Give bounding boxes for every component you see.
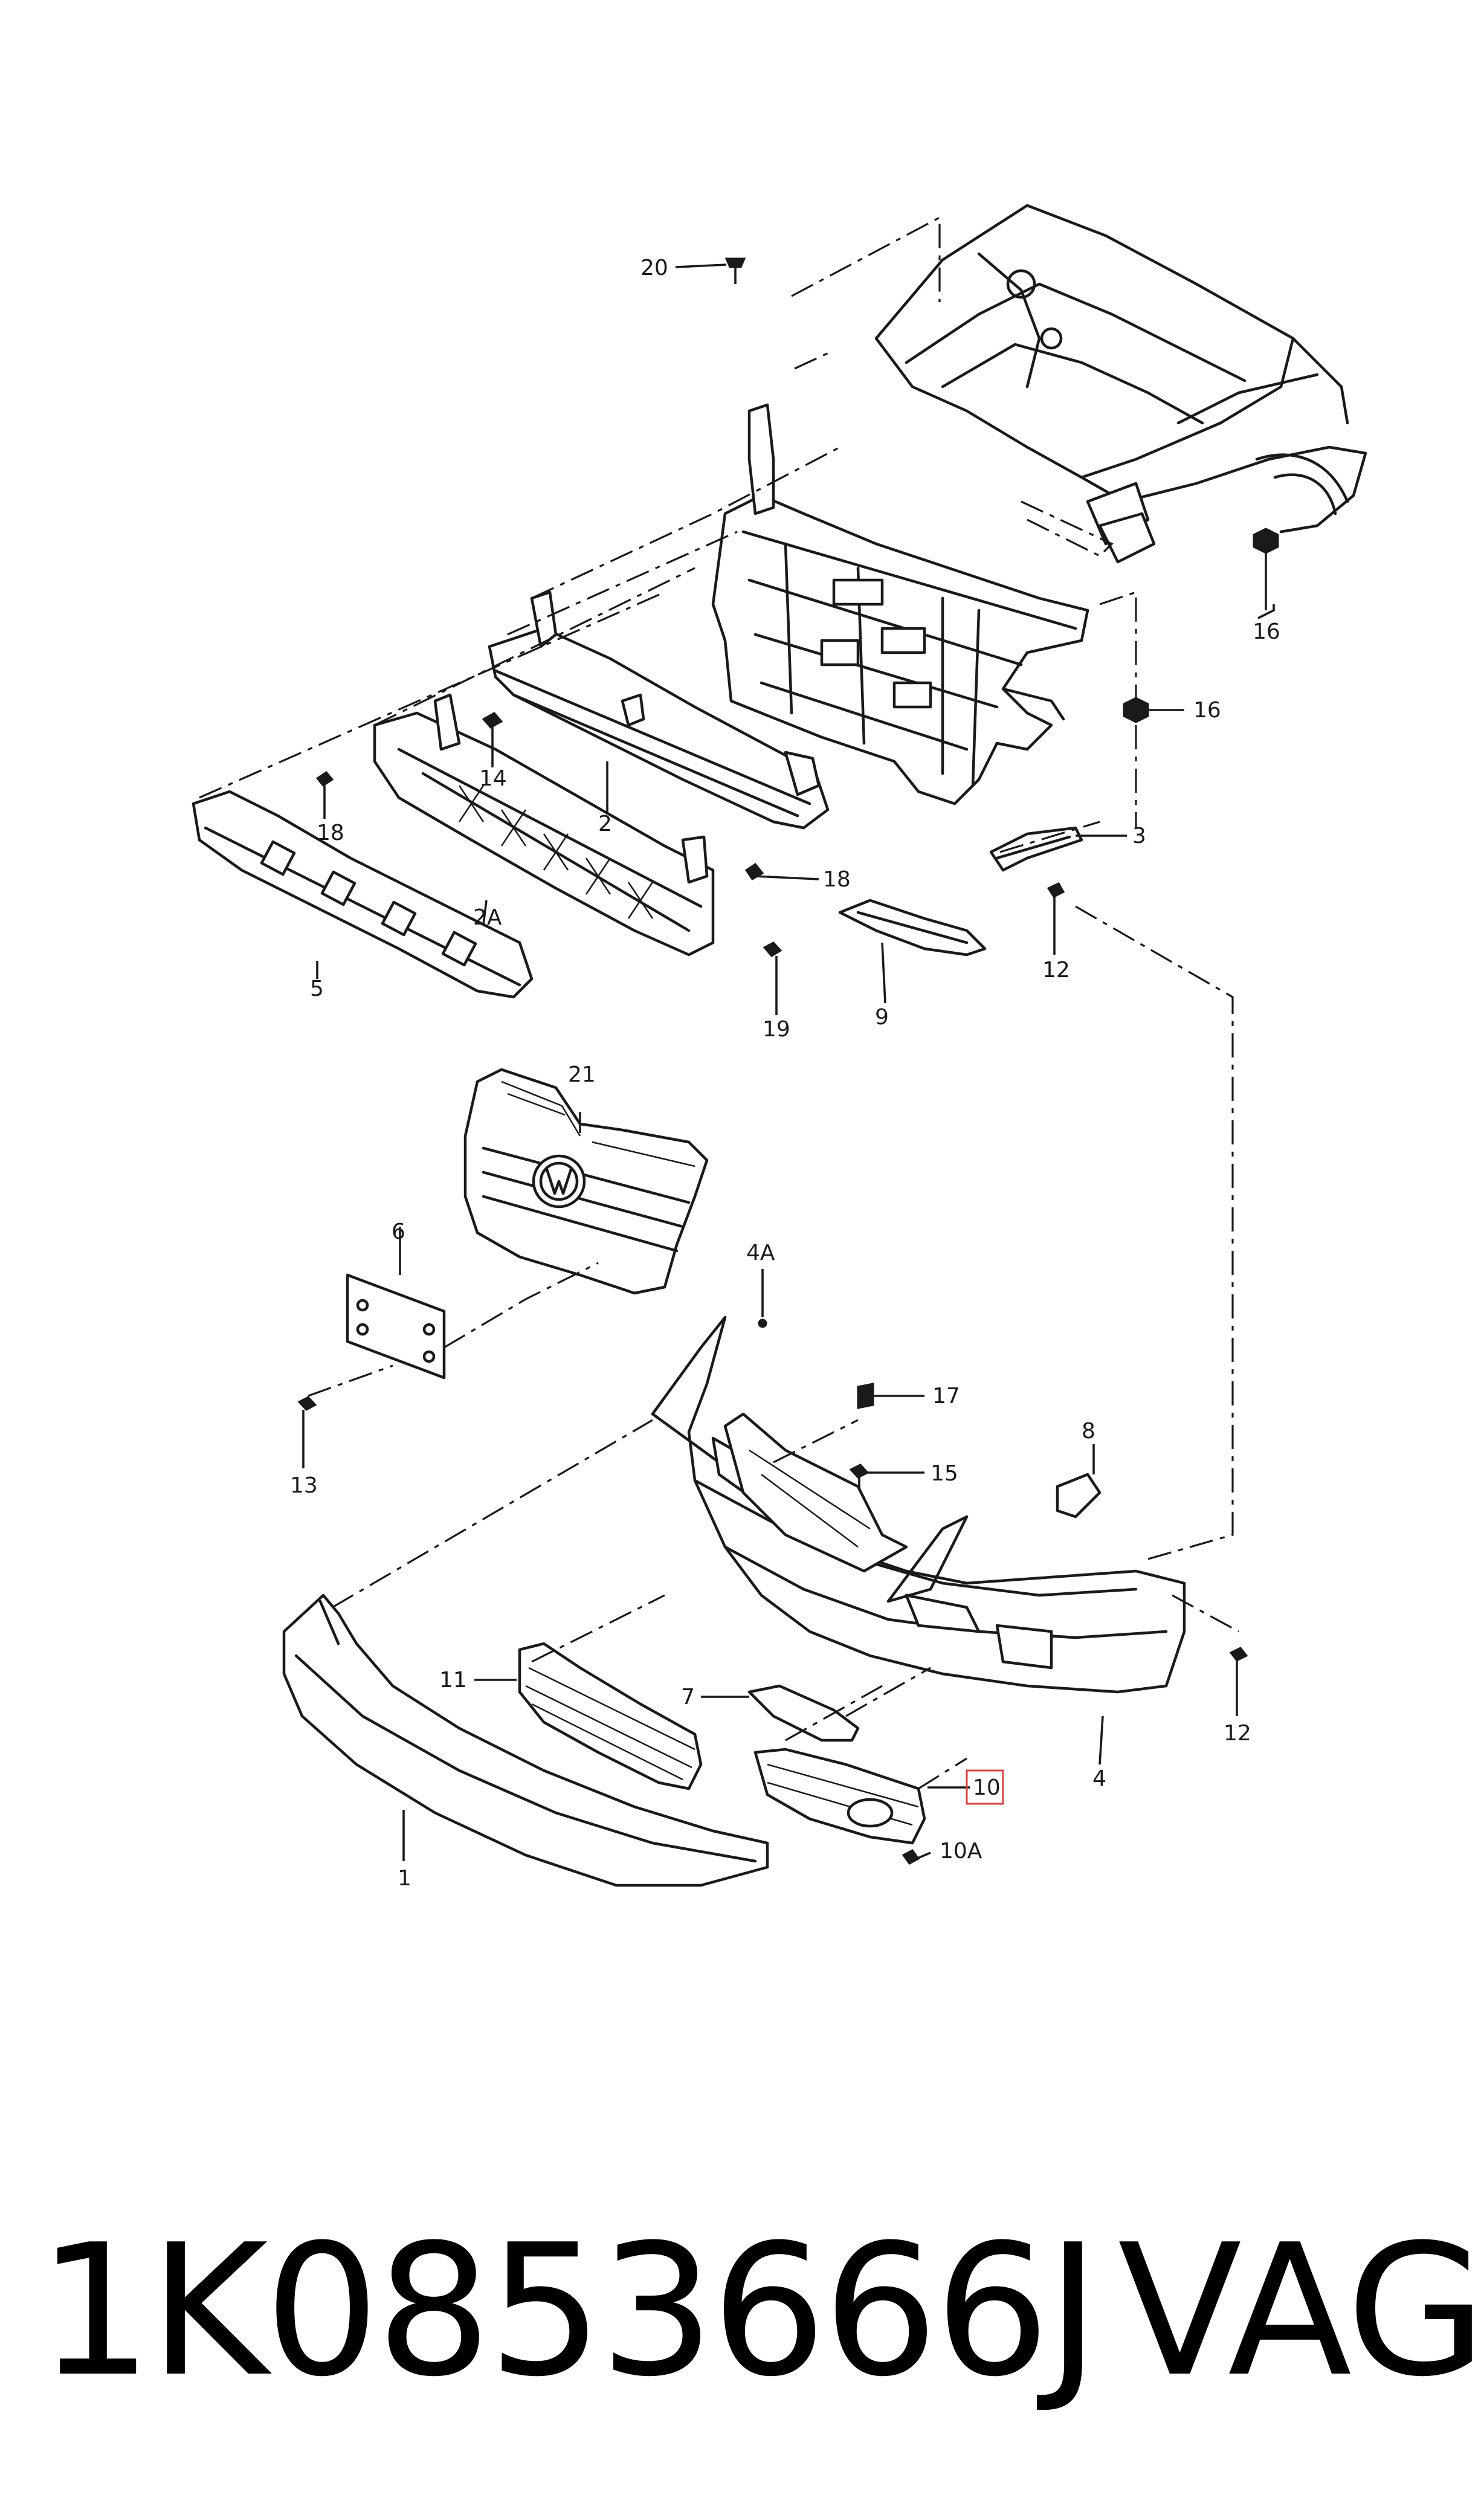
label-16-upper: 16 (1253, 619, 1280, 644)
label-5: 5 (310, 977, 324, 1001)
part-10-fog-grille (753, 1748, 926, 1845)
part-1-front-spoiler (282, 1593, 769, 1887)
label-12-upper: 12 (1042, 958, 1070, 983)
part-6-license-plate-bracket (346, 1273, 446, 1380)
label-14: 14 (479, 766, 507, 791)
label-1: 1 (398, 1866, 411, 1891)
label-10: 10 (973, 1775, 1001, 1800)
part-number-caption: 1K0853666J (37, 2206, 1100, 2416)
part-7-trim-strip (747, 1684, 860, 1742)
label-16-lower: 16 (1193, 698, 1221, 723)
label-4a: 4A (746, 1241, 775, 1265)
label-6: 6 (392, 1219, 405, 1244)
label-19: 19 (763, 1017, 790, 1042)
label-13: 13 (290, 1473, 318, 1498)
label-2: 2 (598, 812, 612, 836)
part-2-bumper-bar (488, 590, 830, 830)
label-21: 21 (568, 1062, 596, 1087)
label-2a: 2A (473, 905, 502, 930)
label-8: 8 (1082, 1419, 1095, 1444)
label-3: 3 (1132, 824, 1146, 848)
callout-labels: 20 16 16 3 2 14 18 18 2A 5 12 19 9 21 6 … (290, 256, 1280, 1891)
label-15: 15 (931, 1461, 958, 1486)
label-17: 17 (932, 1384, 960, 1409)
brand-caption: VAG (1118, 2206, 1484, 2416)
part-5-foam-absorber (192, 790, 534, 999)
label-11: 11 (439, 1668, 467, 1693)
highlight-box-10 (966, 1769, 1004, 1805)
label-18-left: 18 (317, 821, 344, 845)
fasteners (297, 257, 1279, 1865)
bumper-inner-carrier (723, 1412, 908, 1573)
part-8-tow-cap (1056, 1473, 1102, 1519)
label-20: 20 (640, 256, 668, 280)
label-12-lower: 12 (1224, 1721, 1251, 1746)
part-11-center-grille (518, 1642, 703, 1790)
label-10a: 10A (940, 1839, 982, 1864)
part-9-guide (838, 899, 987, 957)
body-frame-structure (874, 204, 1367, 564)
front-end-carrier (711, 403, 1089, 805)
part-4-bumper-cover (651, 1315, 1186, 1694)
part-3-bracket (989, 826, 1083, 872)
label-7: 7 (681, 1685, 695, 1709)
label-4: 4 (1092, 1766, 1106, 1791)
dash-dot-guide-lines (199, 216, 1239, 1790)
label-18-right: 18 (823, 867, 851, 892)
leader-lines (302, 263, 1275, 1861)
part-21-radiator-grille (463, 1068, 709, 1295)
label-9: 9 (875, 1005, 889, 1030)
part-2a-impact-absorber (373, 693, 715, 957)
